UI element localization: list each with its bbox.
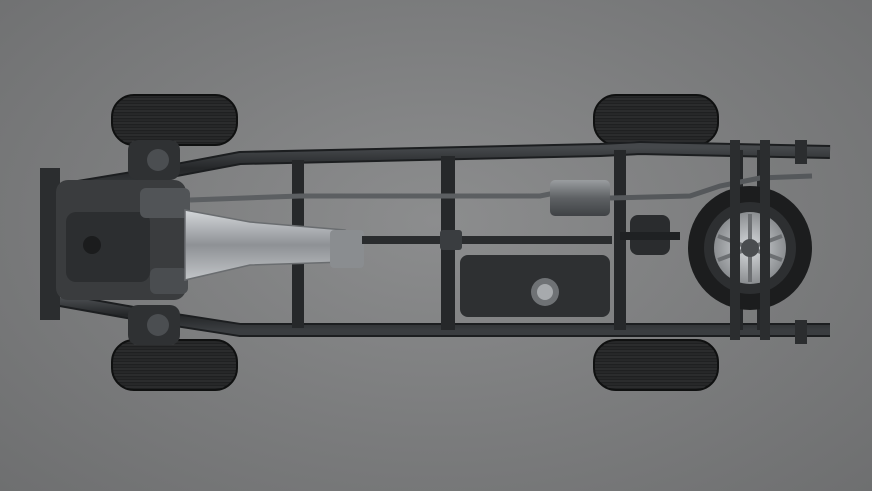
front-right-tire [111, 339, 238, 391]
rear-axle [620, 215, 680, 255]
front-suspension [128, 140, 180, 345]
front-left-tire [111, 94, 238, 146]
transmission [184, 209, 364, 281]
rear-cross-brackets [730, 140, 807, 344]
rear-left-tire [593, 94, 719, 146]
spare-tire [688, 186, 812, 310]
drive-shaft [362, 230, 612, 250]
fuel-tank [460, 255, 610, 317]
exhaust-system [189, 173, 813, 216]
engine [40, 168, 190, 320]
rear-right-tire [593, 339, 719, 391]
